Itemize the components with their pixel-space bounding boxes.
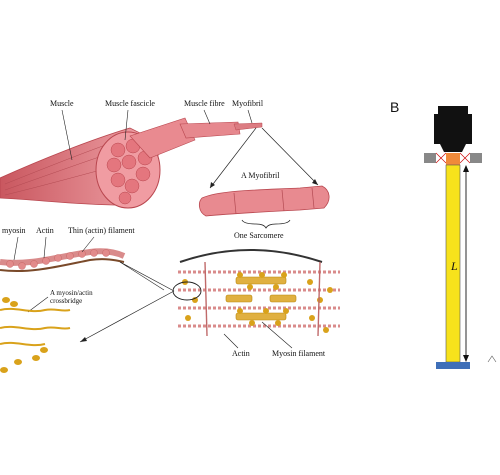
sarcomere-leaders xyxy=(223,321,293,349)
label-actin-top: Actin xyxy=(36,226,54,235)
myofibril-magnified xyxy=(198,185,330,217)
label-muscle-fibre: Muscle fibre xyxy=(184,99,225,108)
muscle-fibre xyxy=(179,121,241,139)
label-muscle-fascicle: Muscle fascicle xyxy=(105,99,155,108)
clamp-right xyxy=(459,152,482,164)
muscle-fascicle xyxy=(129,117,196,159)
top-neck xyxy=(440,144,466,152)
fascicle-bundles xyxy=(106,138,153,205)
label-leaders-top xyxy=(61,109,253,161)
myosin-filaments xyxy=(225,276,297,321)
label-myosin: myosin xyxy=(2,226,26,235)
sarcomere-arc xyxy=(179,249,323,263)
clamp-left xyxy=(424,152,447,164)
top-cap xyxy=(438,106,468,114)
label-one-sarcomere: One Sarcomere xyxy=(234,231,284,240)
label-crossbridge-line1: A myosin/actin xyxy=(50,289,93,297)
arrowhead-up xyxy=(463,165,469,172)
edge-fragment xyxy=(487,355,497,363)
rod-diagram: B L xyxy=(390,99,497,369)
base-plate xyxy=(436,362,470,369)
zoom-arrows-crossbridge xyxy=(79,261,175,343)
label-actin-bottom: Actin xyxy=(232,349,250,358)
strand-leaders xyxy=(13,236,165,291)
label-crossbridge-line2: crossbridge xyxy=(50,297,82,305)
arrowhead xyxy=(80,337,87,342)
label-myofibril: Myofibril xyxy=(232,99,264,108)
muscle-diagram: Muscle Muscle fascicle Muscle fibre Myof… xyxy=(0,99,340,373)
myofibril-bands xyxy=(233,187,315,215)
crossbridge-leader xyxy=(27,296,49,313)
crossbridge-highlight xyxy=(172,281,202,301)
arrowhead xyxy=(210,182,215,188)
thin-filament-strand xyxy=(0,248,126,273)
myosin-heads xyxy=(182,272,333,333)
label-a-myofibril: A Myofibril xyxy=(241,171,280,180)
sarcomere-brace xyxy=(241,219,291,229)
label-thin-filament: Thin (actin) filament xyxy=(68,226,135,235)
label-muscle: Muscle xyxy=(50,99,74,108)
sarcomere-detail xyxy=(172,261,340,337)
arrowhead xyxy=(312,179,318,185)
zoom-arrows-myofibril xyxy=(209,127,319,189)
myosin-molecules xyxy=(0,307,71,347)
myofibril-strand xyxy=(233,122,263,131)
z-lines xyxy=(204,261,321,337)
top-block xyxy=(434,114,472,144)
rod-tip xyxy=(446,153,460,165)
label-myosin-filament: Myosin filament xyxy=(272,349,326,358)
myosin-heads-left xyxy=(0,297,48,373)
panel-letter-b: B xyxy=(390,99,399,115)
length-label: L xyxy=(450,259,458,273)
arrowhead-down xyxy=(463,355,469,362)
